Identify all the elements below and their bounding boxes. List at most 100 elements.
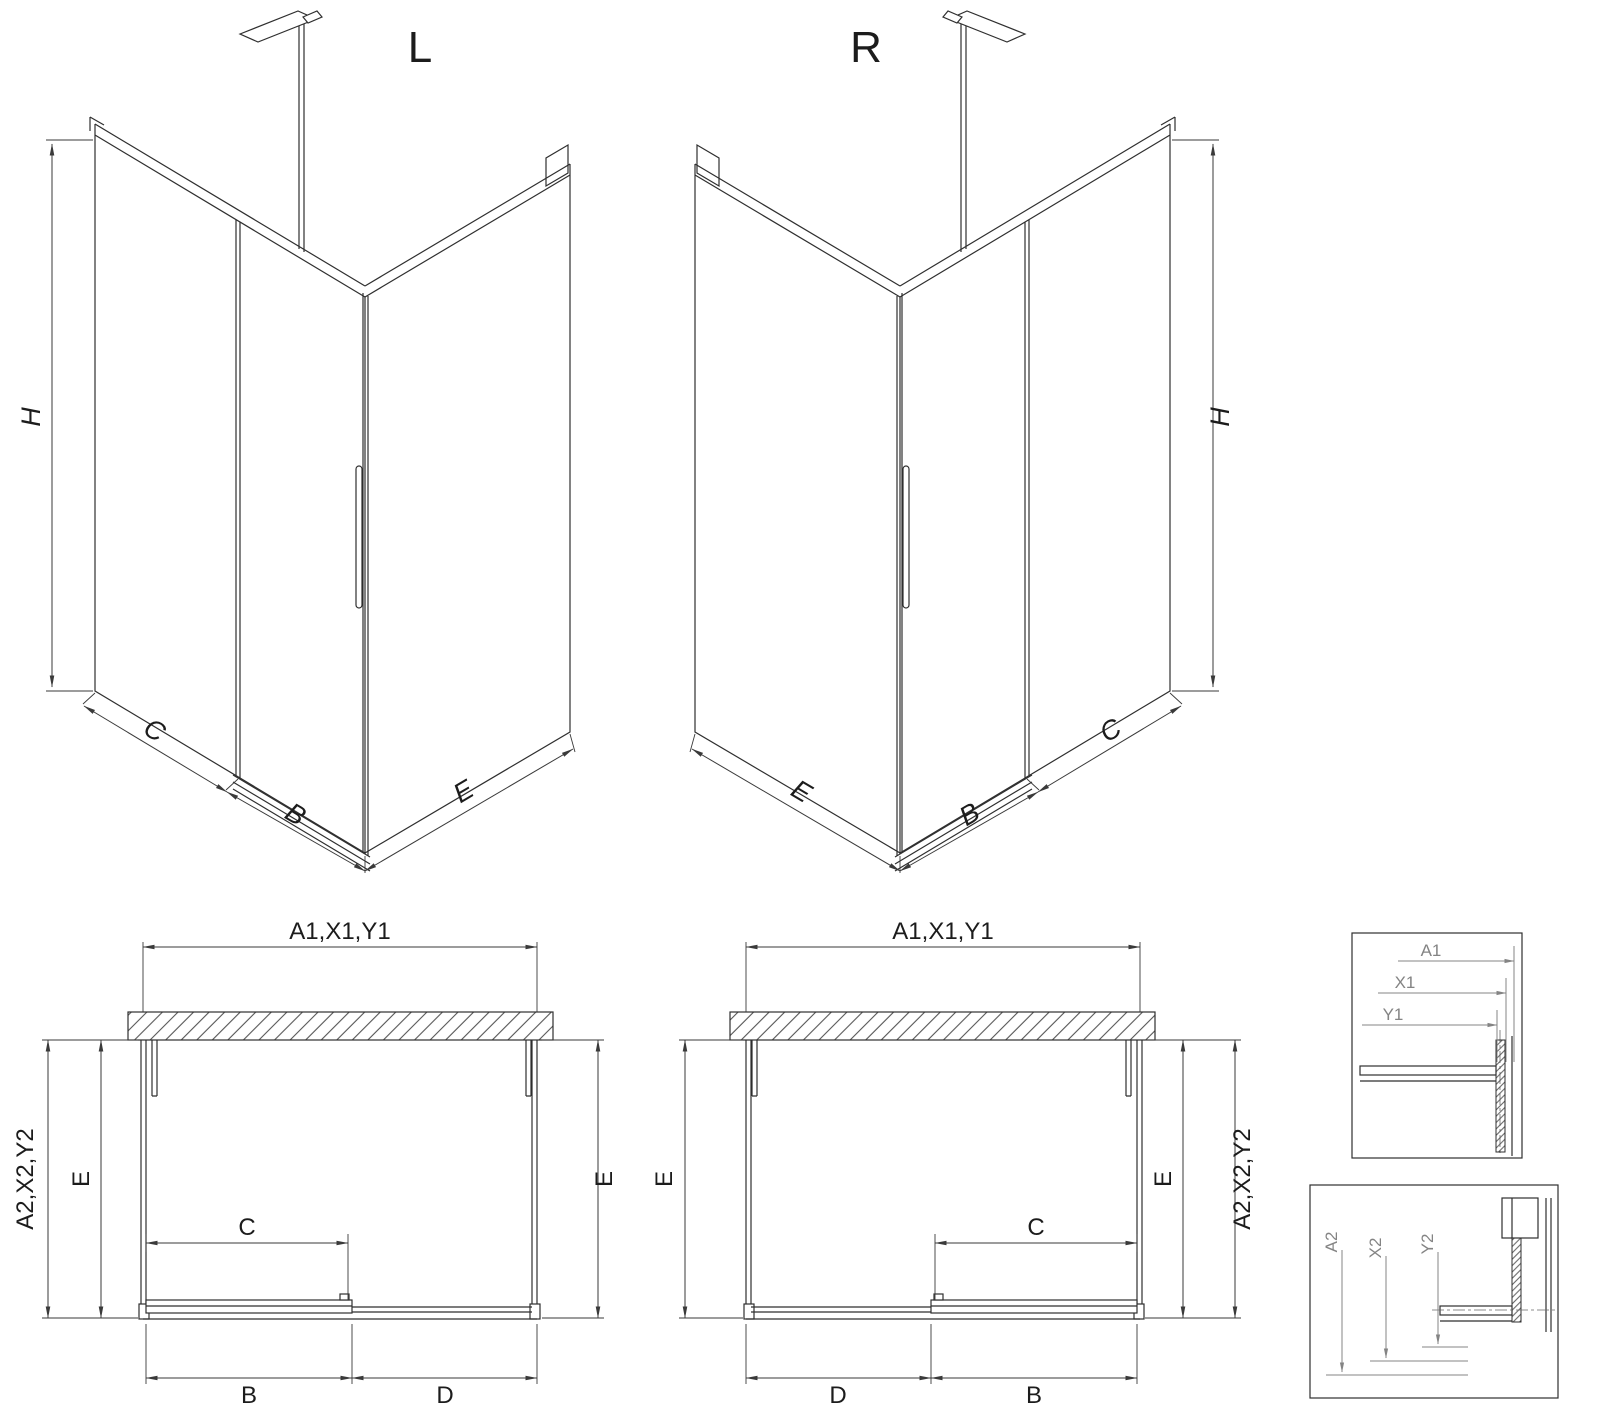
bottom-track (232, 774, 371, 872)
door-edge (235, 220, 241, 778)
bracket-section (1501, 1197, 1539, 1239)
wall-profile-right (1125, 1040, 1132, 1097)
dim-label-return: E (448, 773, 480, 808)
dim-label-e-left: E (68, 1171, 95, 1187)
dim-label-side: C (1094, 712, 1126, 748)
plan-view-l: A1,X1,Y1 A2,X2,Y2 E E C B D (12, 918, 618, 1409)
wall-bracket-right (1160, 116, 1176, 131)
ceiling-bracket-tab (302, 10, 323, 24)
plan-view-r: A1,X1,Y1 E E A2,X2,Y2 C D B (651, 918, 1256, 1409)
detail-view-top: A1 X1 Y1 (1351, 932, 1523, 1159)
dim-label-height: H (1205, 407, 1235, 427)
dim-label-a2x2y2: A2,X2,Y2 (1229, 1128, 1256, 1229)
door-edge (1024, 220, 1030, 778)
ext-c (145, 1234, 349, 1300)
dim-label-d: D (436, 1382, 453, 1409)
view-label-l: L (408, 23, 432, 72)
detail-view-bottom: A2 X2 Y2 (1309, 1184, 1559, 1399)
view-label-r: R (850, 23, 882, 72)
ext-right (1145, 1039, 1241, 1319)
ext-left (679, 1039, 743, 1319)
dim-label-b: B (241, 1382, 257, 1409)
header-rail-left (94, 123, 366, 298)
ext-top (142, 942, 538, 1012)
detail-label-y1: Y1 (1383, 1005, 1404, 1024)
glass-left-return (745, 1040, 752, 1319)
header-rail-left (694, 163, 901, 298)
detail-top-border (1351, 932, 1523, 1159)
wall-hatched (729, 1011, 1156, 1041)
door-handle (902, 465, 910, 609)
glass-left-return (140, 1040, 147, 1319)
iso-view-r: R H E B C (689, 10, 1235, 873)
door-handle-plan (933, 1293, 944, 1301)
dim-label-b: B (1026, 1382, 1042, 1409)
dim-line-c (83, 705, 228, 793)
dim-line-e (691, 748, 901, 872)
door-handle-plan (339, 1293, 350, 1301)
glass-right-return (531, 1040, 538, 1319)
detail-label-x2: X2 (1366, 1238, 1385, 1259)
detail-label-a2: A2 (1322, 1232, 1341, 1253)
glass-left-wall (94, 135, 366, 855)
ceiling-bracket-tab (942, 10, 963, 24)
door-handle (355, 465, 363, 609)
wall-bracket-right (545, 143, 569, 188)
dim-label-e-right: E (591, 1171, 618, 1187)
dim-label-side: C (139, 712, 171, 748)
dim-label-a1x1y1: A1,X1,Y1 (892, 918, 993, 945)
ceiling-rod (960, 14, 967, 252)
wall-profile-lines (1545, 1198, 1552, 1332)
wall-bracket-left (89, 116, 105, 131)
dim-label-a2x2y2: A2,X2,Y2 (12, 1128, 39, 1229)
wall-bracket-left (696, 143, 720, 188)
dim-line-b (899, 791, 1039, 872)
glass-right-return (1136, 1040, 1143, 1319)
iso-r-frame (694, 10, 1176, 872)
ext-bottom (145, 1324, 538, 1384)
fixed-panel (751, 1306, 935, 1313)
glass-return-panel (694, 175, 901, 854)
ext-lines-bottom (82, 692, 576, 873)
wall-profile-left (151, 1040, 158, 1097)
ceiling-rod (298, 14, 305, 252)
dim-label-e-left: E (651, 1171, 678, 1187)
fixed-panel (348, 1306, 532, 1313)
plan-l-dimensions: A1,X1,Y1 A2,X2,Y2 E E C B D (12, 918, 618, 1409)
dim-label-c: C (238, 1214, 255, 1241)
glass-right-wall (899, 135, 1171, 855)
wall-hatched (127, 1011, 554, 1041)
iso-l-frame (89, 10, 571, 872)
plan-r-structure (743, 1040, 1145, 1320)
dim-label-c: C (1027, 1214, 1044, 1241)
plan-r-dimensions: A1,X1,Y1 E E A2,X2,Y2 C D B (651, 918, 1256, 1409)
wall-profile-right (525, 1040, 532, 1097)
glass-return-panel (364, 175, 571, 854)
detail-label-x1: X1 (1395, 973, 1416, 992)
iso-l-dimensions: H C B E (16, 139, 576, 873)
iso-view-l: L H (16, 10, 576, 873)
ext-top (745, 942, 1141, 1012)
dim-label-height: H (16, 407, 46, 427)
header-rail-right (899, 123, 1171, 298)
glass-section (1495, 1039, 1506, 1153)
dim-label-e-right: E (1150, 1171, 1177, 1187)
ext-right (542, 1039, 604, 1319)
ext-bottom (745, 1324, 1138, 1384)
ext-left (42, 1039, 138, 1319)
dim-label-return: E (786, 774, 818, 809)
dim-line-b (226, 791, 366, 872)
detail-label-y2: Y2 (1418, 1234, 1437, 1255)
ext-lines-bottom (689, 692, 1183, 873)
header-rail-right (364, 163, 571, 298)
detail-label-a1: A1 (1421, 941, 1442, 960)
ext-c (934, 1234, 1138, 1300)
dim-line-e (364, 748, 574, 872)
detail-bottom-border (1309, 1184, 1559, 1399)
plan-l-structure (138, 1040, 541, 1320)
dim-label-d: D (829, 1382, 846, 1409)
dim-line-c (1037, 705, 1182, 793)
ext-lines-h (1172, 139, 1219, 692)
